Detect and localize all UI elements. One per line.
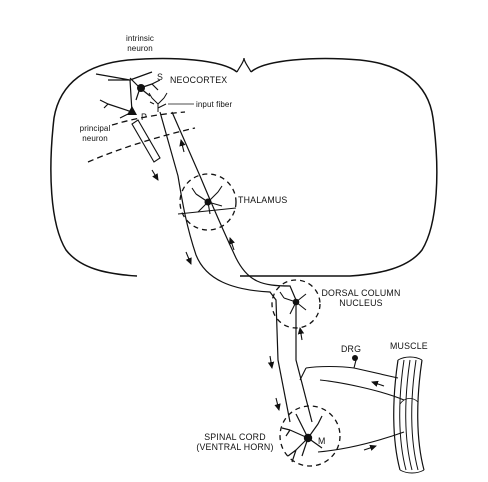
thalamus-neuron [191,185,223,215]
p-label: P [141,112,148,122]
ascending-pathway-right [171,111,313,423]
muscle-label: MUSCLE [390,341,428,351]
input-fiber-label: input fiber [196,100,233,109]
dorsal-column-nucleus-dashed-circle [271,279,321,329]
principal-axon-tube [131,119,161,163]
ascending-pathway-left [159,111,291,423]
spinal-cord-label-line2: (VENTRAL HORN) [196,442,274,452]
intrinsic-neuron-s [129,77,161,101]
spinal-cord-label: SPINAL CORD (VENTRAL HORN) [194,432,276,452]
neocortex-label: NEOCORTEX [170,75,228,85]
intrinsic-neuron-label: intrinsic neuron [118,34,162,54]
ventral-horn-dashed-circle [279,405,341,467]
dorsal-column-nucleus-label-line2: NUCLEUS [339,298,383,308]
dorsal-column-nucleus-label-line1: DORSAL COLUMN [321,288,401,298]
spinal-cord-label-line1: SPINAL CORD [204,432,266,442]
direction-arrows [151,139,385,451]
cortex-layer-dashed-line [111,111,186,126]
motor-axon [317,431,405,453]
principal-neuron-label-line2: neuron [82,134,108,143]
cortex-layer-dashed-line-lower [87,127,196,163]
thalamus-crossline [177,207,237,215]
right-hemisphere-outline [240,57,438,277]
drg-sensory-fiber [299,355,405,401]
dorsal-column-neuron [279,291,307,315]
s-label: S [157,72,164,82]
dorsal-column-nucleus-label: DORSAL COLUMN NUCLEUS [318,288,404,308]
principal-neuron-label-line1: principal [79,124,111,133]
principal-neuron-p [95,71,153,119]
muscle-bundle [393,356,425,474]
intrinsic-neuron-label-line1: intrinsic [125,34,155,43]
intrinsic-neuron-label-line2: neuron [127,44,153,53]
midline-fissure [236,57,252,73]
motor-neuron-m [281,413,323,463]
thalamus-dashed-circle [179,173,237,231]
thalamus-label: THALAMUS [238,195,288,205]
m-label: M [318,436,326,446]
left-hemisphere-outline [50,57,238,277]
drg-label: DRG [341,344,362,354]
input-fiber-terminals [148,92,194,112]
principal-neuron-label: principal neuron [72,124,118,144]
